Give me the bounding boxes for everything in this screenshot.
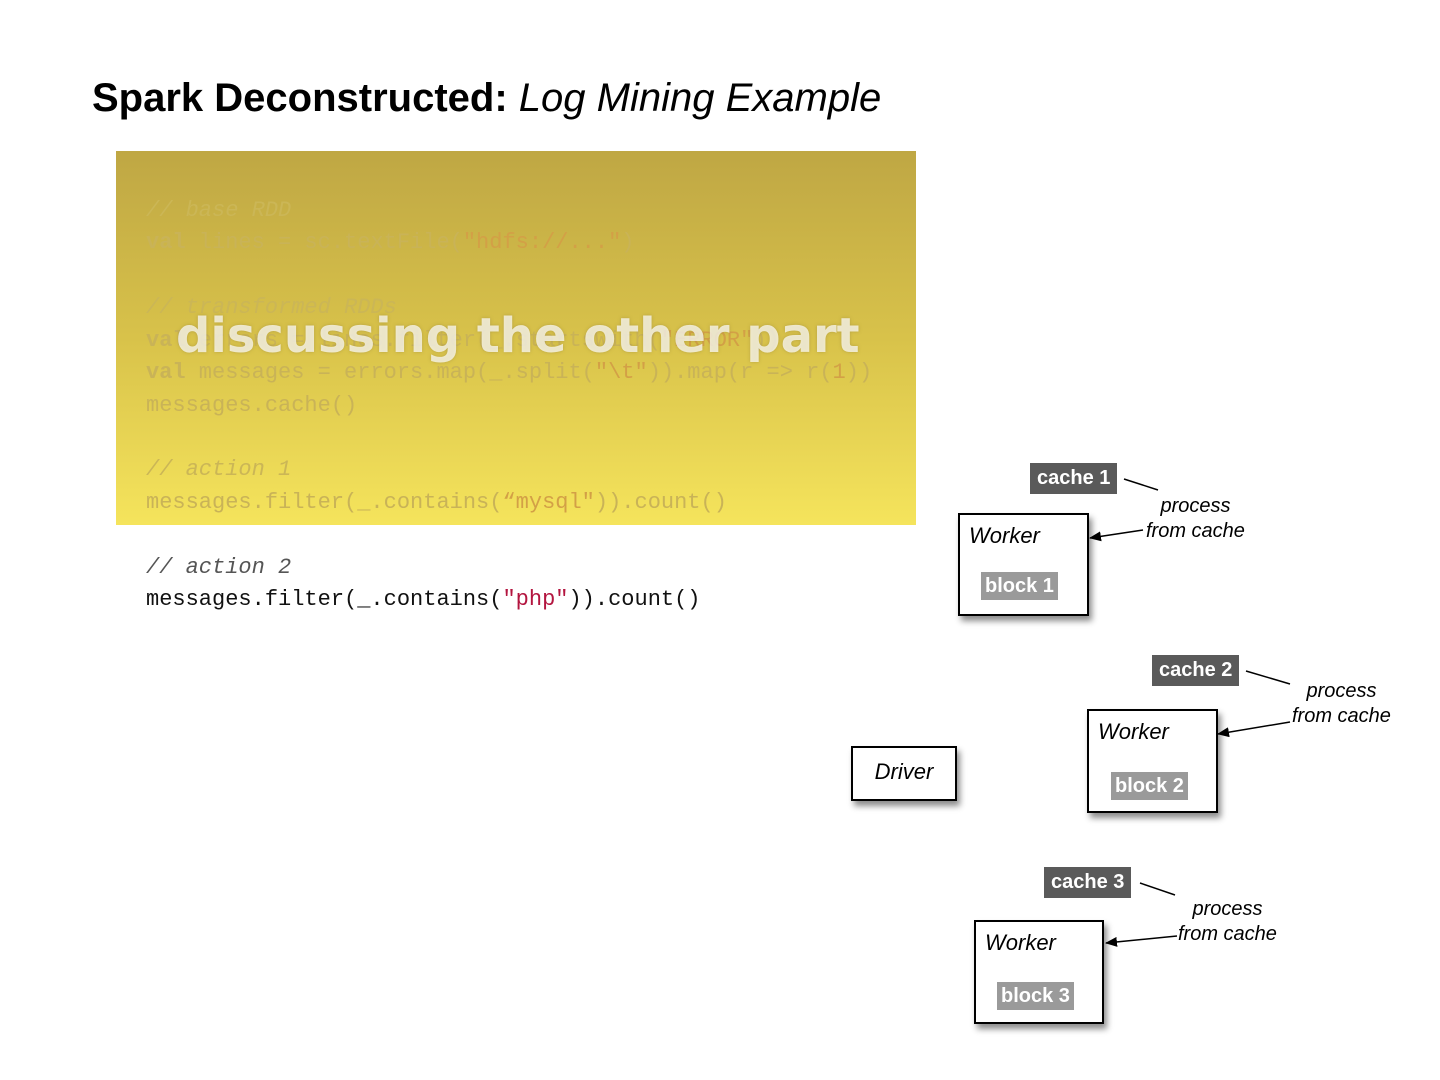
- code-comment-transformed: // transformed RDDs: [146, 295, 397, 320]
- highlight-overlay: [116, 151, 916, 525]
- code-line-errors: val errors = lines.filter(_.startsWith("…: [146, 328, 780, 353]
- cache-1-leader: [1123, 478, 1159, 491]
- cache-2-label: cache 2: [1152, 655, 1240, 686]
- block-3-label: block 3: [997, 982, 1074, 1010]
- block-1-label: block 1: [981, 572, 1058, 600]
- code-comment-base: // base RDD: [146, 198, 292, 223]
- worker-2-arrow: [1217, 721, 1291, 738]
- code-line-lines: val lines = sc.textFile("hdfs://..."): [146, 230, 635, 255]
- worker-3-label: Worker: [985, 930, 1056, 955]
- worker-3-arrow: [1105, 935, 1178, 947]
- title-italic: Log Mining Example: [518, 76, 882, 120]
- worker-1-box: Worker block 1: [958, 513, 1089, 616]
- code-comment-action2: // action 2: [146, 555, 292, 580]
- worker-1-arrow: [1089, 529, 1144, 542]
- worker-1-label: Worker: [969, 523, 1040, 548]
- cache-1-label: cache 1: [1030, 463, 1118, 494]
- worker-3-box: Worker block 3: [974, 920, 1104, 1024]
- driver-box: Driver: [851, 746, 957, 801]
- code-line-action2: messages.filter(_.contains("php")).count…: [146, 587, 701, 612]
- block-2-label: block 2: [1111, 772, 1188, 800]
- cache-3-label: cache 3: [1044, 867, 1132, 898]
- code-comment-action1: // action 1: [146, 457, 292, 482]
- driver-label: Driver: [874, 759, 934, 784]
- code-line-action1: messages.filter(_.contains(“mysql")).cou…: [146, 490, 727, 515]
- worker-2-box: Worker block 2: [1087, 709, 1218, 813]
- cache-2-leader: [1245, 670, 1291, 685]
- cache-3-leader: [1139, 882, 1176, 896]
- code-line-messages: val messages = errors.map(_.split("\t"))…: [146, 360, 873, 385]
- worker-2-label: Worker: [1098, 719, 1169, 744]
- code-line-cache: messages.cache(): [146, 393, 358, 418]
- overlay-caption: discussing the other part: [176, 308, 860, 364]
- slide-title: Spark Deconstructed: Log Mining Example: [92, 76, 881, 121]
- title-bold: Spark Deconstructed:: [92, 76, 508, 120]
